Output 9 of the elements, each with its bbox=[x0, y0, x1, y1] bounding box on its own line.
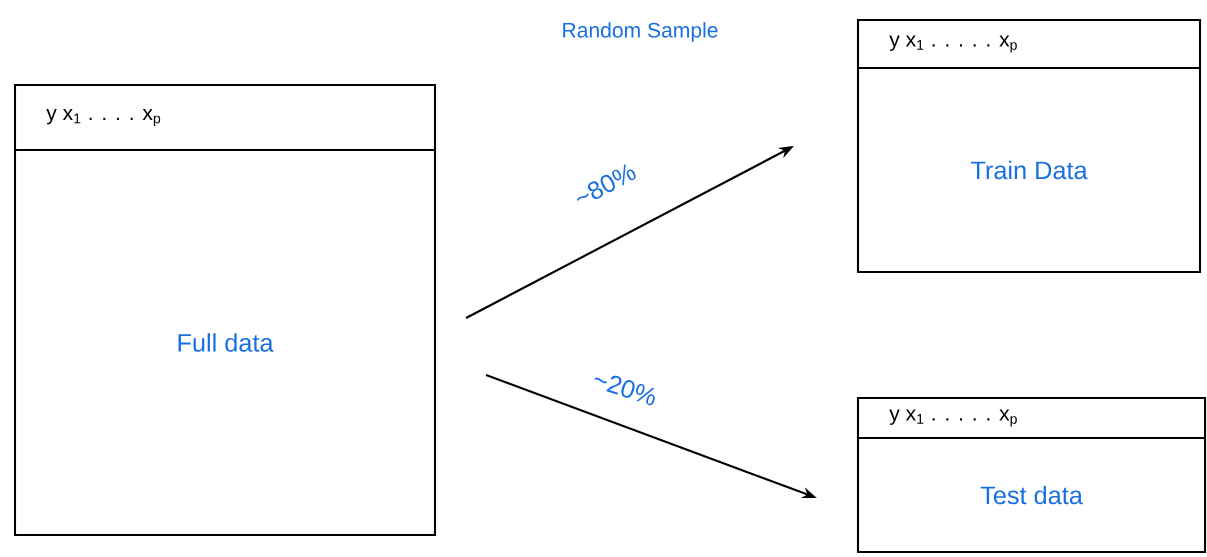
annotation: Random Sample bbox=[563, 22, 718, 42]
edge-label: ~80% bbox=[577, 164, 636, 202]
table-label: Train Data bbox=[971, 160, 1088, 180]
table-label: Test data bbox=[980, 485, 1083, 505]
edge-label: ~20% bbox=[594, 375, 655, 406]
table-label: Full data bbox=[178, 333, 274, 352]
header-row: y x$_{1}$ . . . . . x$_{p}$ bbox=[858, 35, 1200, 70]
header-row: y x$_{1}$ . . . . . x$_{p}$ bbox=[858, 409, 1205, 440]
header-row: y x$_{1}$ . . . . x$_{p}$ bbox=[15, 108, 435, 152]
